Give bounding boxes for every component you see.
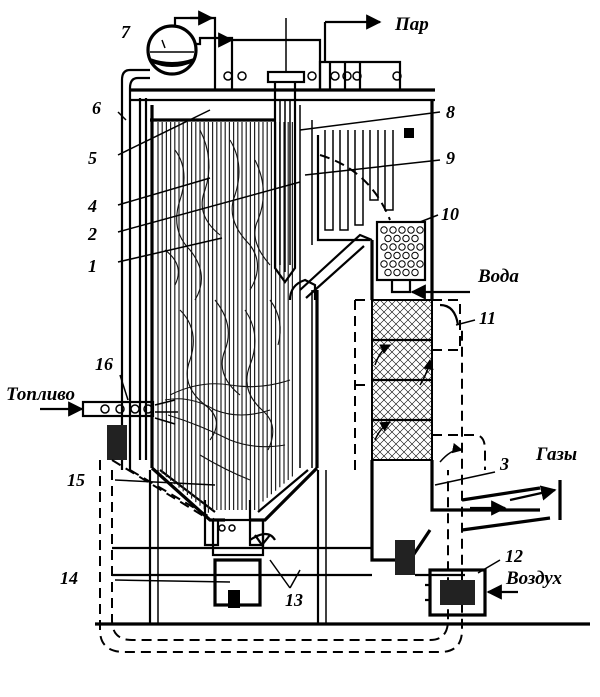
burner — [40, 399, 178, 460]
screen-tubes — [157, 122, 293, 513]
economizer-coil — [389, 243, 397, 251]
economizer-coil — [384, 268, 392, 277]
outer-casing — [99, 330, 463, 653]
lower-headers — [111, 459, 276, 608]
economizer-coil — [389, 226, 397, 234]
label-12: 12 — [505, 546, 523, 566]
leader-lines — [114, 39, 501, 589]
label-13: 13 — [285, 590, 303, 610]
label-1: 1 — [88, 256, 97, 276]
label-3: 3 — [499, 454, 509, 474]
label-gases: Газы — [535, 444, 577, 465]
fan — [425, 568, 518, 617]
economizer-coil — [393, 234, 401, 243]
label-15: 15 — [67, 470, 85, 490]
economizer-coil — [398, 243, 406, 251]
economizer-coil — [416, 226, 424, 234]
label-8: 8 — [446, 102, 455, 122]
economizer-coil — [407, 260, 415, 268]
label-fuel: Топливо — [6, 384, 75, 405]
economizer-coil — [393, 268, 401, 277]
economizer-coil — [402, 268, 410, 277]
economizer-coil — [411, 234, 419, 243]
economizer-coil — [380, 243, 388, 251]
economizer-coil — [416, 243, 424, 251]
economizer-coil — [402, 234, 410, 243]
label-2: 2 — [87, 224, 97, 244]
label-air: Воздух — [505, 568, 562, 589]
inner-casing — [111, 470, 449, 641]
economizer-coil — [407, 243, 415, 251]
flue-outlet — [370, 460, 562, 575]
label-11: 11 — [479, 308, 496, 328]
label-5: 5 — [88, 148, 97, 168]
drum — [146, 24, 198, 76]
flames — [164, 129, 291, 481]
downcomer — [120, 68, 150, 470]
label-14: 14 — [60, 568, 78, 588]
economizer-coil — [402, 251, 410, 260]
economizer-coil — [389, 260, 397, 268]
label-7: 7 — [121, 22, 131, 42]
economizer — [375, 220, 427, 294]
gas-duct — [288, 100, 434, 301]
label-4: 4 — [87, 196, 97, 216]
economizer-coil — [384, 234, 392, 243]
air-heater — [354, 290, 486, 470]
label-water: Вода — [477, 266, 519, 287]
label-steam: Пар — [394, 14, 429, 35]
economizer-coil — [416, 260, 424, 268]
economizer-coil — [398, 260, 406, 268]
economizer-coil — [393, 251, 401, 260]
label-6: 6 — [92, 98, 101, 118]
economizer-coil — [380, 226, 388, 234]
convective-superheater — [311, 120, 414, 245]
support-frame — [112, 470, 465, 624]
economizer-coil — [407, 226, 415, 234]
economizer-coil — [411, 268, 419, 277]
label-9: 9 — [446, 148, 455, 168]
boiler-roof — [130, 18, 435, 122]
economizer-coil — [398, 226, 406, 234]
economizer-coil — [411, 251, 419, 260]
economizer-coil — [384, 251, 392, 260]
label-10: 10 — [441, 204, 459, 224]
label-16: 16 — [95, 354, 113, 374]
economizer-coil — [380, 260, 388, 268]
steam-piping — [173, 10, 402, 90]
